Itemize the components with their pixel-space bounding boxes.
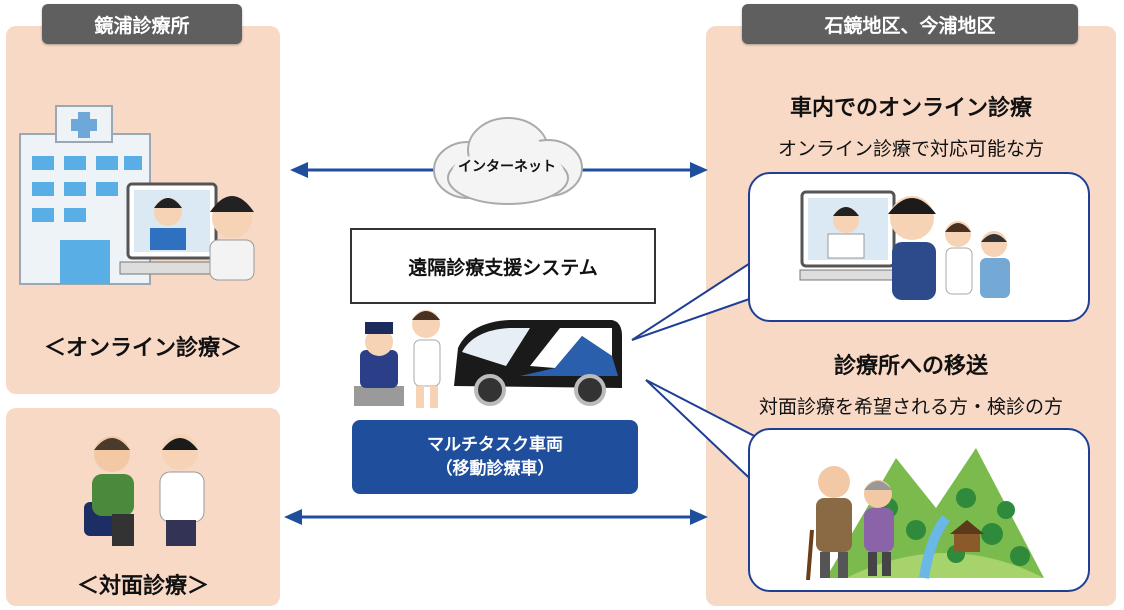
- vehicle-label-line2: （移動診療車）: [435, 459, 555, 479]
- elderly-man: [806, 466, 852, 581]
- vehicle-illustration: [354, 310, 622, 408]
- area-title: 石鏡地区、今浦地区: [742, 4, 1078, 44]
- vehicle-label-line1: マルチタスク車両: [427, 435, 563, 455]
- arrow-left-head: [290, 162, 308, 178]
- vehicle: [454, 320, 622, 406]
- cloud-icon: [433, 117, 583, 205]
- inperson-caption: ＜対面診療＞: [76, 574, 209, 599]
- arrow-left-head: [284, 509, 302, 525]
- callout-pointer-online: [631, 256, 759, 341]
- online-heading: 車内でのオンライン診療: [789, 96, 1032, 121]
- car-consult-illustration: [799, 190, 1010, 300]
- inperson-illustration: [84, 434, 205, 546]
- online-caption: ＜オンライン診療＞: [43, 336, 242, 361]
- transport-arrow: [284, 509, 708, 525]
- clinic-panel-bottom: [6, 408, 280, 606]
- village-illustration: [806, 448, 1044, 581]
- elderly-woman: [864, 480, 894, 576]
- system-label: 遠隔診療支援システム: [350, 228, 656, 304]
- vehicle-label: マルチタスク車両 （移動診療車）: [352, 420, 638, 494]
- arrow-right-head: [690, 509, 708, 525]
- nurse: [412, 310, 441, 408]
- house-icon: [954, 534, 980, 552]
- internet-label: インターネット: [458, 159, 556, 175]
- transport-sub: 対面診療を希望される方・検診の方: [758, 396, 1063, 418]
- clinic-title: 鏡浦診療所: [42, 4, 242, 44]
- hospital-illustration: [19, 105, 255, 285]
- online-sub: オンライン診療で対応可能な方: [777, 138, 1044, 160]
- transport-heading: 診療所への移送: [833, 354, 988, 379]
- driver: [354, 322, 404, 406]
- arrow-right-head: [690, 162, 708, 178]
